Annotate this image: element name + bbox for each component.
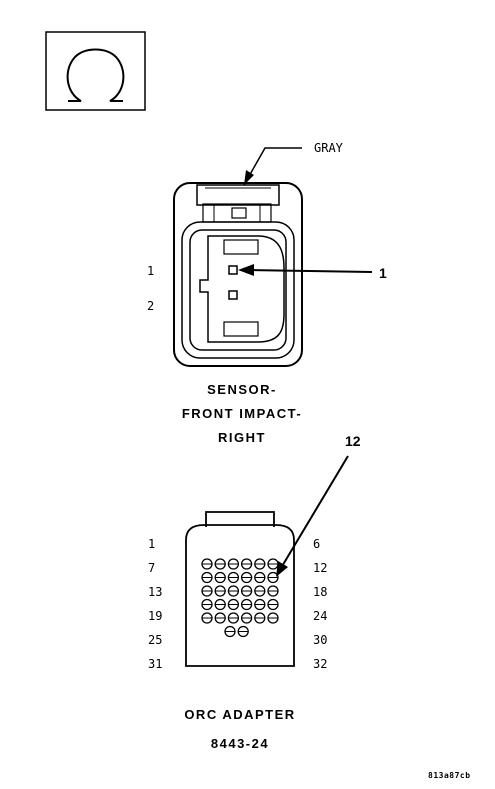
sensor-connector	[173, 182, 303, 367]
adapter-pin-label-18: 18	[313, 585, 327, 599]
callout-12-label: 12	[345, 433, 361, 449]
adapter-title-line-1: ORC ADAPTER	[184, 707, 295, 722]
adapter-pin-label-1: 1	[148, 537, 155, 551]
orc-adapter-connector	[185, 511, 295, 667]
adapter-pin-label-6: 6	[313, 537, 320, 551]
adapter-pin-grid	[201, 558, 279, 638]
adapter-pin-label-19: 19	[148, 609, 162, 623]
gray-wire-leader: GRAY	[243, 141, 344, 186]
sensor-title-line-2: FRONT IMPACT-	[182, 406, 302, 421]
callout-1-arrow	[238, 264, 373, 276]
callout-1-label: 1	[379, 265, 387, 281]
sensor-title-line-3: RIGHT	[218, 430, 266, 445]
adapter-pin-label-25: 25	[148, 633, 162, 647]
wire-color-label: GRAY	[314, 141, 344, 155]
adapter-pin-label-7: 7	[148, 561, 155, 575]
sensor-pin-label-2: 2	[147, 299, 154, 313]
figure-code: 813a87cb	[428, 771, 471, 780]
adapter-pin-label-24: 24	[313, 609, 327, 623]
ohmmeter-icon	[45, 31, 146, 111]
adapter-title-line-2: 8443-24	[211, 736, 269, 751]
adapter-pin-label-13: 13	[148, 585, 162, 599]
adapter-pin-label-32: 32	[313, 657, 327, 671]
callout-12-arrow	[276, 455, 349, 577]
adapter-pin-label-12: 12	[313, 561, 327, 575]
adapter-pin-label-31: 31	[148, 657, 162, 671]
adapter-pin-label-30: 30	[313, 633, 327, 647]
sensor-title-line-1: SENSOR-	[207, 382, 277, 397]
sensor-pin-label-1: 1	[147, 264, 154, 278]
